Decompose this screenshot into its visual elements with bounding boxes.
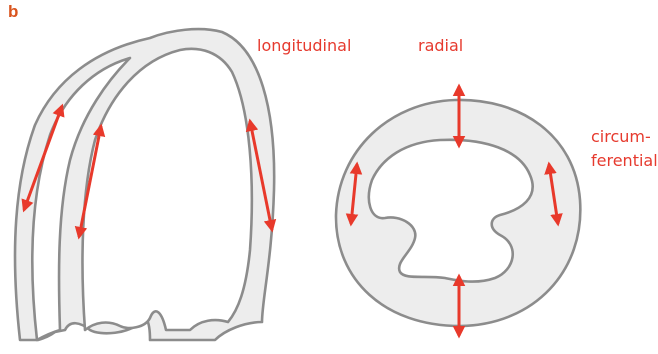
label-circumferential: circum- ferential <box>591 125 658 173</box>
longitudinal-heart-view <box>15 29 274 340</box>
label-circumferential-line2: ferential <box>591 149 658 173</box>
short-axis-heart-view <box>336 86 580 336</box>
label-longitudinal: longitudinal <box>257 36 351 55</box>
label-circumferential-line1: circum- <box>591 125 658 149</box>
label-radial: radial <box>418 36 463 55</box>
